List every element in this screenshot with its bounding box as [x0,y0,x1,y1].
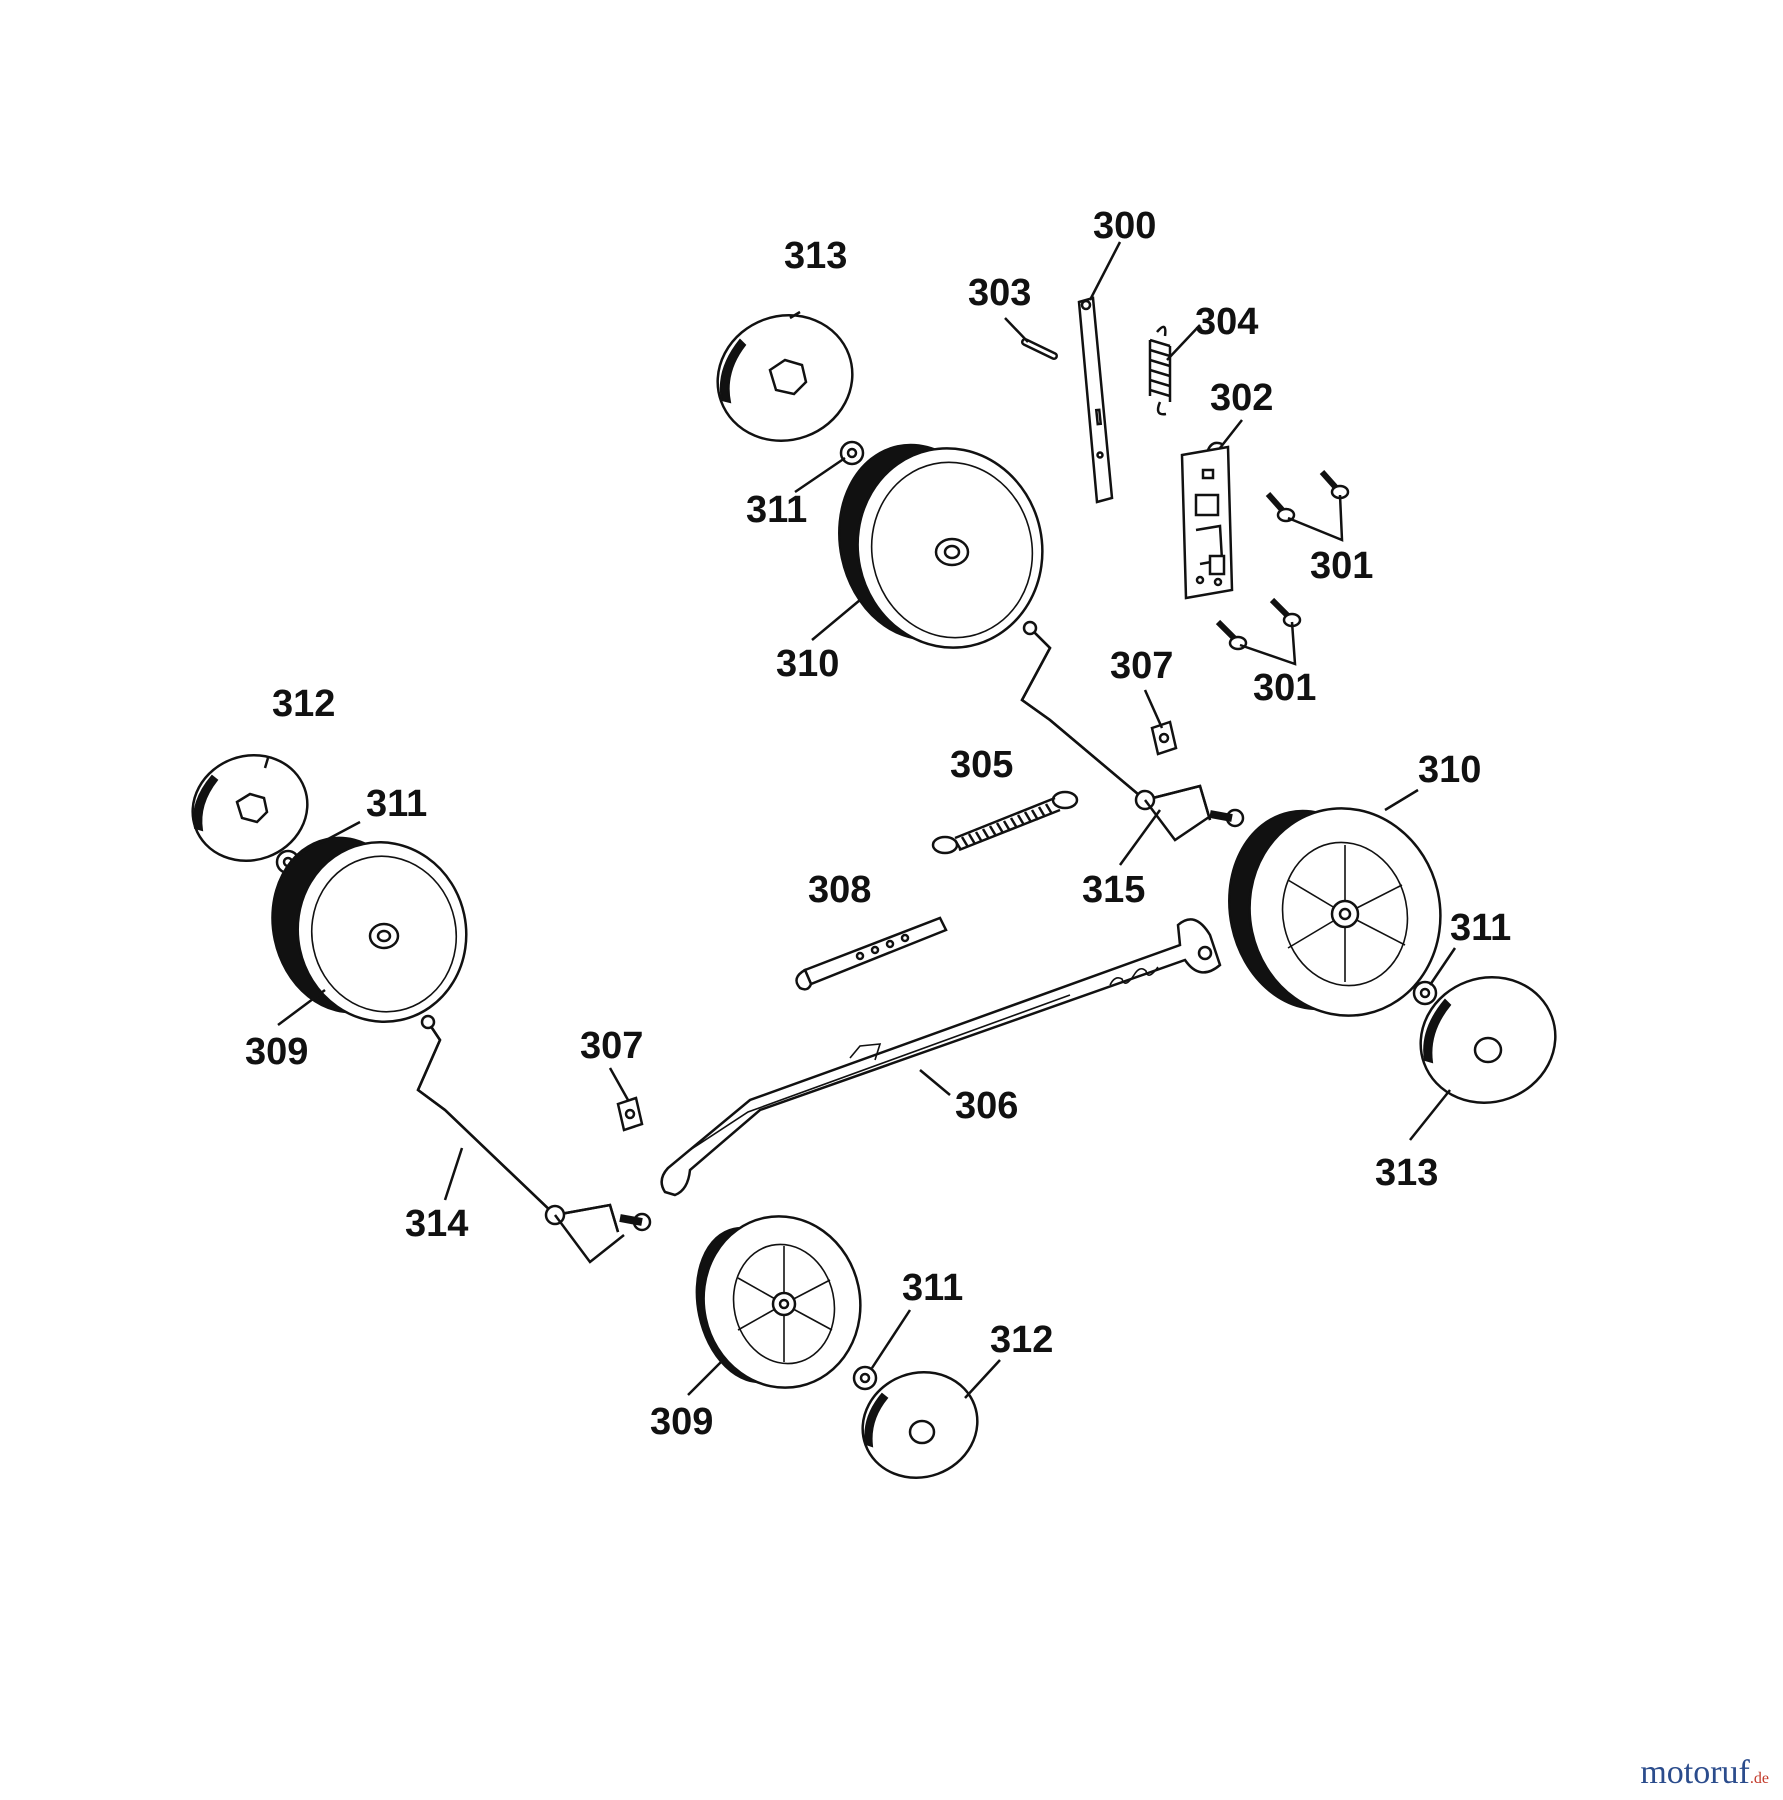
label-304: 304 [1195,301,1258,343]
hub-cap-312-bottom [861,1371,979,1479]
label-305: 305 [950,744,1013,786]
label-308: 308 [808,869,871,911]
leader-lines [263,241,1457,1399]
axle-rod-315 [1020,620,1245,842]
label-311-bottom: 311 [902,1267,963,1309]
wheel-310-top [838,443,1044,649]
label-312-left: 312 [272,683,335,725]
label-302: 302 [1210,377,1273,419]
label-310-right: 310 [1418,749,1481,791]
wheel-309-bottom [695,1215,862,1389]
axle-rod-314 [416,1014,652,1264]
screws-301 [1215,470,1350,651]
label-311-left: 311 [366,783,427,825]
label-301-lower: 301 [1253,667,1316,709]
tension-spring-305 [931,790,1079,855]
label-315: 315 [1082,869,1145,911]
label-303: 303 [968,272,1031,314]
watermark-tld: .de [1749,1770,1769,1787]
hub-cap-312-left [191,754,309,862]
adjuster-bar-308 [795,916,948,991]
pin-303 [1021,338,1058,360]
wheel-310-right [1228,807,1442,1017]
label-301-upper: 301 [1310,545,1373,587]
label-306: 306 [955,1085,1018,1127]
label-310-top: 310 [776,643,839,685]
label-313-top: 313 [784,235,847,277]
label-311-top: 311 [746,489,807,531]
frame-bar-306 [660,918,1222,1197]
spring-304 [1148,325,1172,416]
bracket-plate-302 [1180,441,1234,600]
label-313-right: 313 [1375,1152,1438,1194]
wheel-309-left [271,836,468,1023]
label-309-bottom: 309 [650,1401,713,1443]
watermark-text: motoruf [1640,1754,1750,1791]
lever-arm-300 [1077,296,1114,504]
hub-cap-313-top [716,314,854,442]
label-307-lower: 307 [580,1025,643,1067]
clip-307-lower [616,1096,644,1132]
clip-307-upper [1150,720,1178,756]
hub-cap-313-right [1419,976,1557,1104]
watermark-logo: motoruf.de [1640,1754,1769,1792]
label-312-bottom: 312 [990,1319,1053,1361]
label-307-upper: 307 [1110,645,1173,687]
washer-311-top [839,440,865,466]
label-309-left: 309 [245,1031,308,1073]
label-311-right: 311 [1450,907,1511,949]
label-300: 300 [1093,205,1156,247]
washer-311-right [1412,980,1438,1006]
label-314: 314 [405,1203,468,1245]
washer-311-bottom [852,1365,878,1391]
part-labels: 300 303 304 302 301 301 313 311 310 307 … [245,205,1511,1443]
